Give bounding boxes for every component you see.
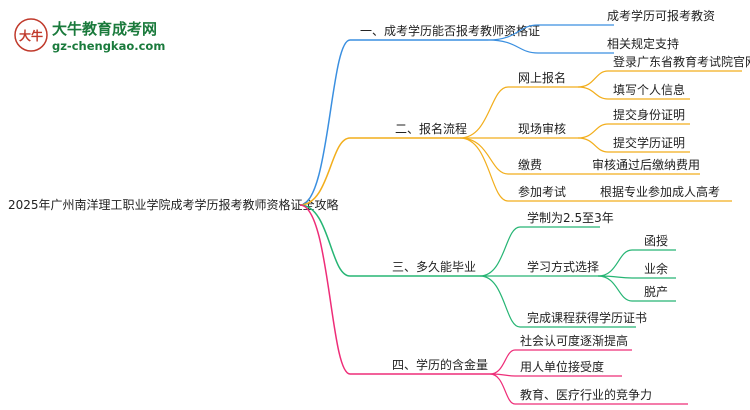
branch-4-connector — [299, 204, 490, 375]
logo-lettering: 大牛 — [19, 28, 43, 43]
branch-3-child-2-leaf-3-connector — [597, 275, 676, 302]
branch-3: 三、多久能毕业 学制为2.5至3年 学习方式选择 函授 业余 脱产 完成课程获得… — [299, 204, 676, 328]
branch-2-sub-3-label: 缴费 — [518, 157, 542, 172]
branch-1-label: 一、成考学历能否报考教师资格证 — [360, 23, 540, 38]
root-topic: 2025年广州南洋理工职业学院成考学历报考教师资格证全攻略 — [8, 197, 339, 212]
branch-2-sub-2-leaf-2-label: 提交学历证明 — [613, 135, 685, 150]
branch-1-child-2-label: 相关规定支持 — [607, 36, 679, 51]
branch-3-child-3-label: 完成课程获得学历证书 — [527, 310, 647, 325]
branch-3-child-1-label: 学制为2.5至3年 — [527, 210, 614, 225]
branch-4-child-1-label: 社会认可度逐渐提高 — [520, 333, 628, 348]
branch-3-child-1-connector — [479, 226, 600, 277]
branch-2: 二、报名流程 网上报名 登录广东省教育考试院官网 填写个人信息 现场审核 提交身… — [299, 54, 750, 206]
branch-2-sub-3-connector — [459, 137, 578, 175]
branch-3-child-2-leaf-1-connector — [597, 249, 676, 277]
branch-2-sub-3-leaf-1-label: 审核通过后缴纳费用 — [592, 157, 700, 172]
branch-3-child-2-leaf-1-label: 函授 — [644, 233, 668, 248]
branch-1-child-1-connector — [487, 24, 614, 41]
branch-1-child-1-label: 成考学历可报考教资 — [607, 8, 715, 23]
branch-1-child-2-connector — [487, 39, 614, 54]
branch-2-sub-4-label: 参加考试 — [518, 184, 566, 199]
branch-3-child-2-leaf-2-label: 业余 — [644, 261, 668, 276]
branch-3-connector — [299, 204, 480, 277]
branch-2-sub-1-leaf-2-label: 填写个人信息 — [613, 82, 685, 97]
branch-4-label: 四、学历的含金量 — [392, 357, 488, 372]
branch-2-sub-4-connector — [459, 137, 590, 202]
branch-2-sub-4-leaf-1-label: 根据专业参加成人高考 — [600, 184, 720, 199]
branch-1-connector — [299, 39, 488, 206]
branch-3-label: 三、多久能毕业 — [392, 260, 476, 274]
branch-2-sub-1-label: 网上报名 — [518, 70, 566, 85]
branch-2-sub-2-leaf-1-connector — [577, 123, 690, 139]
branch-2-sub-2-leaf-1-label: 提交身份证明 — [613, 107, 685, 122]
branch-3-child-2-leaf-3-label: 脱产 — [644, 284, 668, 299]
branch-4-child-3-connector — [489, 373, 688, 405]
branch-2-connector — [299, 137, 460, 206]
branch-2-sub-1-leaf-1-connector — [577, 70, 742, 88]
brand-name: 大牛教育成考网 — [52, 20, 157, 38]
branch-2-sub-1-leaf-1-label: 登录广东省教育考试院官网 — [613, 54, 750, 69]
branch-4: 四、学历的含金量 社会认可度逐渐提高 用人单位接受度 教育、医疗行业的竞争力 — [299, 204, 688, 405]
logo-circle-icon — [14, 18, 48, 52]
branch-4-child-1-connector — [489, 349, 632, 375]
branch-2-sub-2-leaf-2-connector — [577, 137, 690, 153]
branch-2-sub-2-label: 现场审核 — [518, 121, 566, 136]
branch-2-sub-1-connector — [459, 86, 578, 139]
branch-3-child-3-connector — [479, 275, 636, 328]
branch-4-child-3-label: 教育、医疗行业的竞争力 — [520, 387, 652, 402]
branch-4-child-2-connector — [489, 373, 622, 377]
branch-2-sub-1-leaf-2-connector — [577, 86, 690, 100]
branch-3-child-2-leaf-2-connector — [597, 275, 676, 279]
branch-4-child-2-label: 用人单位接受度 — [520, 359, 604, 374]
brand-logo: 大牛 — [14, 18, 48, 52]
brand-url: gz-chengkao.com — [52, 39, 165, 53]
branch-1: 一、成考学历能否报考教师资格证 成考学历可报考教资 相关规定支持 — [299, 8, 715, 206]
branch-2-label: 二、报名流程 — [395, 121, 467, 136]
branch-3-child-2-label: 学习方式选择 — [527, 259, 599, 274]
